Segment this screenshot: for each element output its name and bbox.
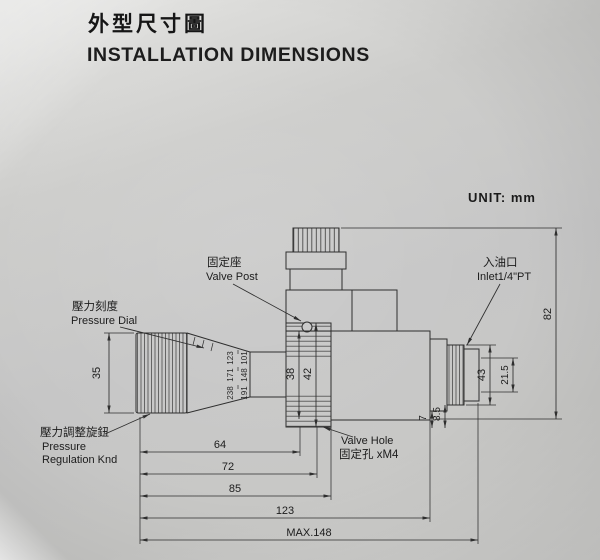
inlet-label-zh: 入油口 <box>483 255 518 269</box>
pressure-dial-label-zh: 壓力刻度 <box>72 299 118 313</box>
dim-43 <box>466 344 496 406</box>
dial-scale-value: 101 <box>240 351 249 365</box>
dim-value-8-5: 8.5 <box>432 407 443 421</box>
valve-hole-label-zh: 固定孔 xM4 <box>339 447 399 461</box>
outlet-flange <box>429 338 448 412</box>
dimension-values: 35 38 42 43 21.5 82 7 8.5 64 72 85 123 M… <box>91 308 554 539</box>
dial-scale-numbers: 123 171 238 101 148 191 <box>226 351 249 400</box>
inlet-label-en: Inlet1/4"PT <box>477 271 531 283</box>
dial-scale-value: 171 <box>226 368 235 382</box>
regulation-knob-label-zh: 壓力調整旋鈕 <box>40 425 109 439</box>
dial-scale-value: 238 <box>226 386 235 400</box>
dim-35 <box>104 332 134 414</box>
leader-regulation-knob <box>104 413 151 435</box>
top-flange <box>285 251 347 270</box>
pressure-knob <box>135 332 188 414</box>
dim-value-82: 82 <box>542 308 554 320</box>
dim-value-21-5: 21.5 <box>500 365 511 385</box>
dial-scale-value: 148 <box>240 368 249 382</box>
outlet-thread <box>446 344 465 406</box>
dim-value-35: 35 <box>91 367 103 379</box>
dim-82 <box>341 227 562 420</box>
dim-value-42: 42 <box>302 368 314 380</box>
page-title-chinese: 外型尺寸圖 <box>88 13 208 36</box>
dim-value-85: 85 <box>229 483 241 495</box>
top-wide-block <box>285 289 398 332</box>
leader-pressure-dial <box>119 326 205 349</box>
valve-post-label-en: Valve Post <box>206 271 258 283</box>
top-mid-block <box>289 268 343 291</box>
dim-21-5 <box>481 357 518 393</box>
dim-value-72: 72 <box>222 461 234 473</box>
dial-scale-value: 191 <box>240 386 249 400</box>
post-screw-head <box>301 321 313 333</box>
dim-value-43: 43 <box>476 369 488 381</box>
valve-post <box>285 321 332 428</box>
valve-hole-label-en: Valve Hole <box>341 435 393 447</box>
dim-value-max148: MAX.148 <box>286 527 331 539</box>
valve-post-label-zh: 固定座 <box>207 255 242 269</box>
callout-texts: 固定座 Valve Post 入油口 Inlet1/4"PT 壓力刻度 Pres… <box>40 255 531 466</box>
dim-value-64: 64 <box>214 439 226 451</box>
dim-value-7: 7 <box>418 415 429 421</box>
valve-main-body <box>330 330 431 421</box>
leader-valve-post <box>232 283 302 322</box>
regulation-knob-label-en1: Pressure <box>42 441 86 453</box>
dimension-lines <box>104 227 562 544</box>
valve-geometry <box>135 227 480 428</box>
callout-leaders <box>104 283 501 438</box>
page-title-english: INSTALLATION DIMENSIONS <box>87 44 370 66</box>
pressure-dial-label-en: Pressure Dial <box>71 315 137 327</box>
outlet-end-cap <box>463 348 480 402</box>
leader-inlet <box>466 283 501 346</box>
unit-label: UNIT: mm <box>468 190 536 205</box>
top-connector-block <box>292 227 340 253</box>
outlet-port <box>429 338 480 412</box>
top-assembly <box>285 227 398 332</box>
dial-scale-value: 123 <box>226 351 235 365</box>
dim-value-123: 123 <box>276 505 294 517</box>
leader-valve-hole <box>322 426 354 438</box>
dim-value-38: 38 <box>285 368 297 380</box>
neck-cylinder <box>249 351 287 398</box>
dim-extension-lines <box>139 403 479 544</box>
regulation-knob-label-en2: Regulation Knd <box>42 454 117 466</box>
